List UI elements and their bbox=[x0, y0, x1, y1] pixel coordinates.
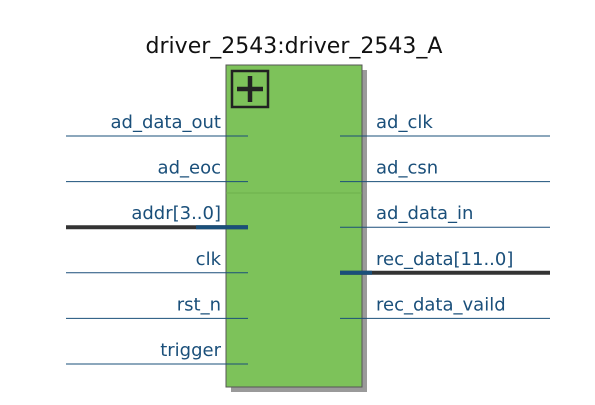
module-block[interactable] bbox=[225, 64, 363, 388]
input-port[interactable]: trigger bbox=[66, 340, 248, 365]
expand-button[interactable] bbox=[230, 69, 270, 109]
output-port-label: rec_data[11..0] bbox=[376, 249, 513, 270]
input-port[interactable]: ad_eoc bbox=[66, 158, 248, 183]
input-port[interactable]: ad_data_out bbox=[66, 112, 248, 137]
input-port-label: trigger bbox=[160, 340, 221, 361]
output-port[interactable]: rec_data_vaild bbox=[340, 294, 550, 319]
output-port-label: ad_data_in bbox=[376, 203, 473, 224]
output-port-label: ad_clk bbox=[376, 112, 433, 133]
output-port[interactable]: ad_data_in bbox=[340, 203, 550, 228]
ports-layer: ad_data_out ad_eoc addr[3..0] clk rst_ntrigg… bbox=[66, 112, 550, 365]
output-port[interactable]: rec_data[11..0] bbox=[340, 249, 550, 275]
plus-icon bbox=[237, 76, 263, 102]
output-port[interactable]: ad_clk bbox=[340, 112, 550, 137]
input-port[interactable]: addr[3..0] bbox=[66, 203, 248, 230]
output-port[interactable]: ad_csn bbox=[340, 158, 550, 183]
input-port[interactable]: rst_n bbox=[66, 294, 248, 319]
input-port-label: clk bbox=[196, 249, 222, 270]
input-port-label: ad_data_out bbox=[111, 112, 221, 133]
output-port-label: ad_csn bbox=[376, 158, 438, 179]
input-port-label: addr[3..0] bbox=[131, 203, 221, 224]
output-port-label: rec_data_vaild bbox=[376, 294, 506, 315]
block-title: driver_2543:driver_2543_A bbox=[146, 34, 443, 59]
input-port-label: ad_eoc bbox=[158, 158, 221, 179]
input-port[interactable]: clk bbox=[66, 249, 248, 274]
input-port-label: rst_n bbox=[177, 294, 221, 315]
